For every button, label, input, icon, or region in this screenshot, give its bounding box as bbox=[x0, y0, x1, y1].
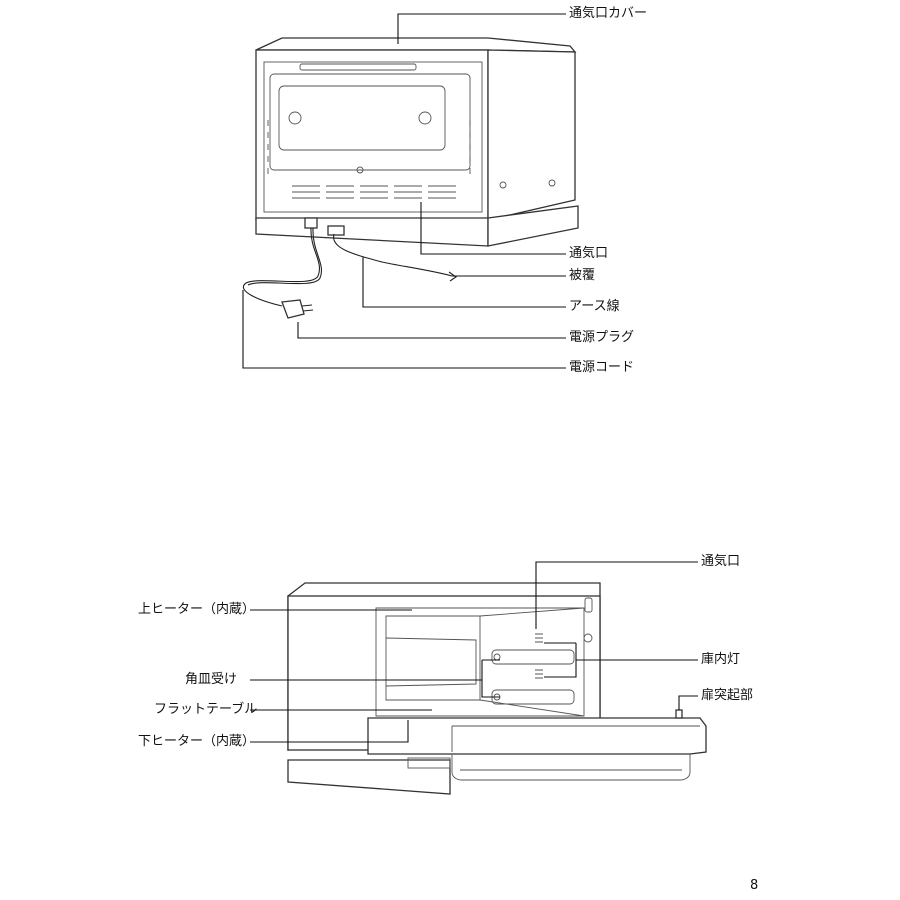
label-vent-top: 通気口 bbox=[569, 246, 609, 261]
label-sheath: 被覆 bbox=[569, 268, 596, 283]
label-door-protrusion: 扉突起部 bbox=[701, 688, 754, 703]
label-corner-tray-holder: 角皿受け bbox=[185, 672, 238, 687]
label-earth-wire: アース線 bbox=[569, 299, 620, 314]
label-vent-bottom: 通気口 bbox=[701, 554, 741, 569]
page-number: 8 bbox=[750, 878, 759, 893]
power-cord-drawing bbox=[243, 217, 457, 319]
label-power-plug: 電源プラグ bbox=[569, 330, 635, 345]
bottom-leader-lines bbox=[250, 561, 698, 743]
label-interior-light: 庫内灯 bbox=[701, 652, 741, 667]
label-power-cord: 電源コード bbox=[569, 360, 635, 375]
label-lower-heater: 下ヒーター（内蔵） bbox=[138, 734, 256, 749]
label-upper-heater: 上ヒーター（内蔵） bbox=[138, 602, 256, 617]
oven-front-body bbox=[287, 582, 707, 795]
top-leader-lines bbox=[242, 13, 566, 369]
label-flat-table: フラットテーブル bbox=[154, 702, 258, 717]
label-vent-cover: 通気口カバー bbox=[569, 6, 648, 21]
